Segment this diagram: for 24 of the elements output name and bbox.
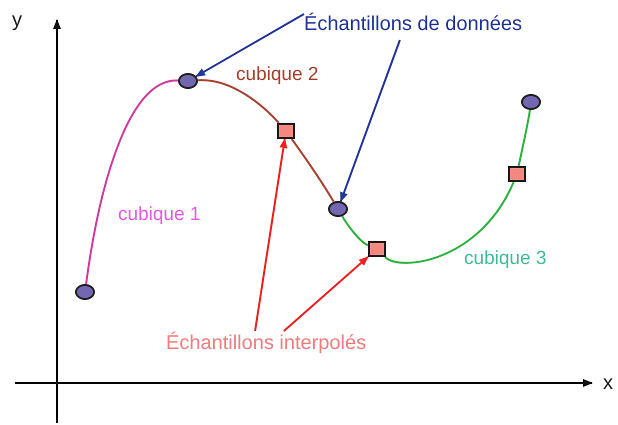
axis-label: x: [603, 371, 613, 395]
cubic-curve-segment: [85, 80, 178, 284]
cubic-curve-segment: [198, 79, 280, 124]
edge-label: cubique 2: [236, 64, 318, 86]
interpolated-point-marker: [508, 166, 526, 182]
interpolated-point-marker: [368, 241, 386, 257]
data-point-marker: [178, 73, 198, 89]
edge-label: cubique 3: [464, 248, 546, 270]
edge-label: cubique 1: [118, 204, 200, 226]
leader-arrow: [283, 256, 369, 332]
callout-text: Échantillons interpolés: [166, 332, 366, 354]
interpolated-point-marker: [277, 123, 295, 139]
cubic-curve-segment: [290, 138, 335, 202]
cubic-curve-segment: [384, 182, 515, 264]
leader-arrow: [340, 40, 401, 202]
data-point-marker: [521, 94, 541, 110]
leader-arrow: [195, 13, 304, 78]
callout-text: Échantillons de données: [304, 13, 522, 35]
leader-arrow: [254, 138, 288, 332]
data-point-marker: [328, 201, 348, 217]
axis-label: y: [12, 8, 22, 32]
cubic-curve-segment: [518, 110, 531, 166]
data-point-marker: [75, 284, 95, 300]
cubic-curve-segment: [341, 216, 368, 246]
